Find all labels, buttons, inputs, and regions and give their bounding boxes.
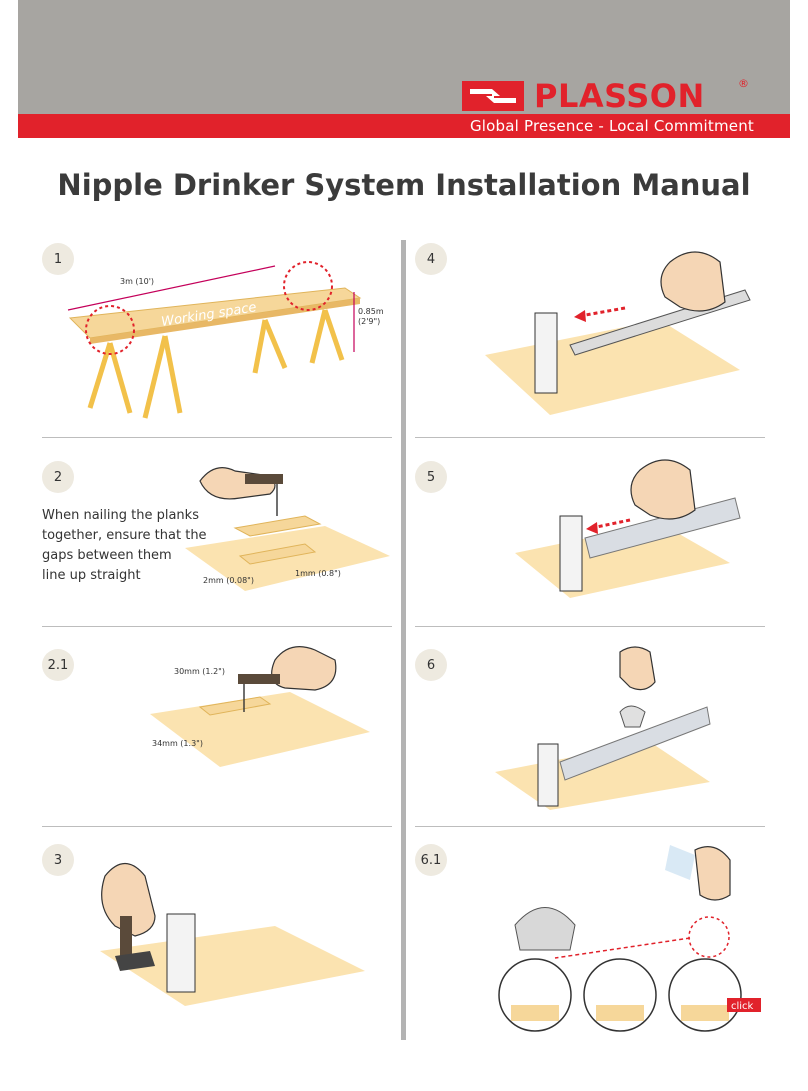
page-title: Nipple Drinker System Installation Manua…	[57, 168, 751, 202]
step-3-illustration	[100, 862, 365, 1006]
step-1-workbench-illustration: 3m (10') 0.85m (2'9") Working space	[67, 261, 384, 419]
header-red-bar	[18, 114, 790, 138]
logo-mark-icon	[462, 81, 524, 111]
row-divider-left-3	[42, 826, 392, 827]
step-2-gap-a-label: 2mm (0.08")	[203, 576, 254, 585]
step-badge-4: 4	[415, 243, 447, 275]
step-2-planks-illustration: 2mm (0.08") 1mm (0.8")	[185, 467, 390, 591]
row-divider-right-1	[415, 437, 765, 438]
step-2-1-depth-label: 30mm (1.2")	[174, 667, 225, 676]
step-badge-5: 5	[415, 461, 447, 493]
step-2-note-line-2: together, ensure that the	[42, 528, 207, 543]
step-4-illustration	[485, 251, 751, 415]
step-1-height-in-label: (2'9")	[358, 317, 380, 326]
step-2-note-line-4: line up straight	[42, 568, 141, 583]
step-2-note-line-3: gaps between them	[42, 548, 172, 563]
step-badge-6: 6	[415, 649, 447, 681]
step-badge-6-1: 6.1	[415, 844, 447, 876]
step-badge-2-1: 2.1	[42, 649, 74, 681]
step-badge-1: 1	[42, 243, 74, 275]
row-divider-right-3	[415, 826, 765, 827]
step-5-illustration	[515, 459, 741, 598]
step-2-note-line-1: When nailing the planks	[42, 508, 199, 523]
step-1-height-label: 0.85m	[358, 307, 384, 316]
step-6-1-illustration: click	[498, 845, 761, 1032]
step-2-gap-b-label: 1mm (0.8")	[295, 569, 341, 578]
step-6-illustration	[495, 646, 711, 810]
step-2-1-illustration: 30mm (1.2") 34mm (1.3")	[150, 646, 370, 767]
row-divider-left-1	[42, 437, 392, 438]
step-2-note: When nailing the planks together, ensure…	[42, 506, 207, 586]
step-6-1-click-label: click	[731, 1001, 754, 1012]
brand-tagline: Global Presence - Local Commitment	[469, 117, 754, 135]
row-divider-left-2	[42, 626, 392, 627]
step-badge-2: 2	[42, 461, 74, 493]
header-band	[18, 0, 790, 114]
step-badge-3: 3	[42, 844, 74, 876]
brand-name: PLASSON	[534, 77, 705, 115]
step-2-1-offset-label: 34mm (1.3")	[152, 739, 203, 748]
step-1-length-label: 3m (10')	[120, 277, 154, 286]
brand-logo: PLASSON	[462, 77, 705, 115]
column-divider	[401, 240, 406, 1040]
registered-mark: ®	[738, 77, 749, 90]
row-divider-right-2	[415, 626, 765, 627]
